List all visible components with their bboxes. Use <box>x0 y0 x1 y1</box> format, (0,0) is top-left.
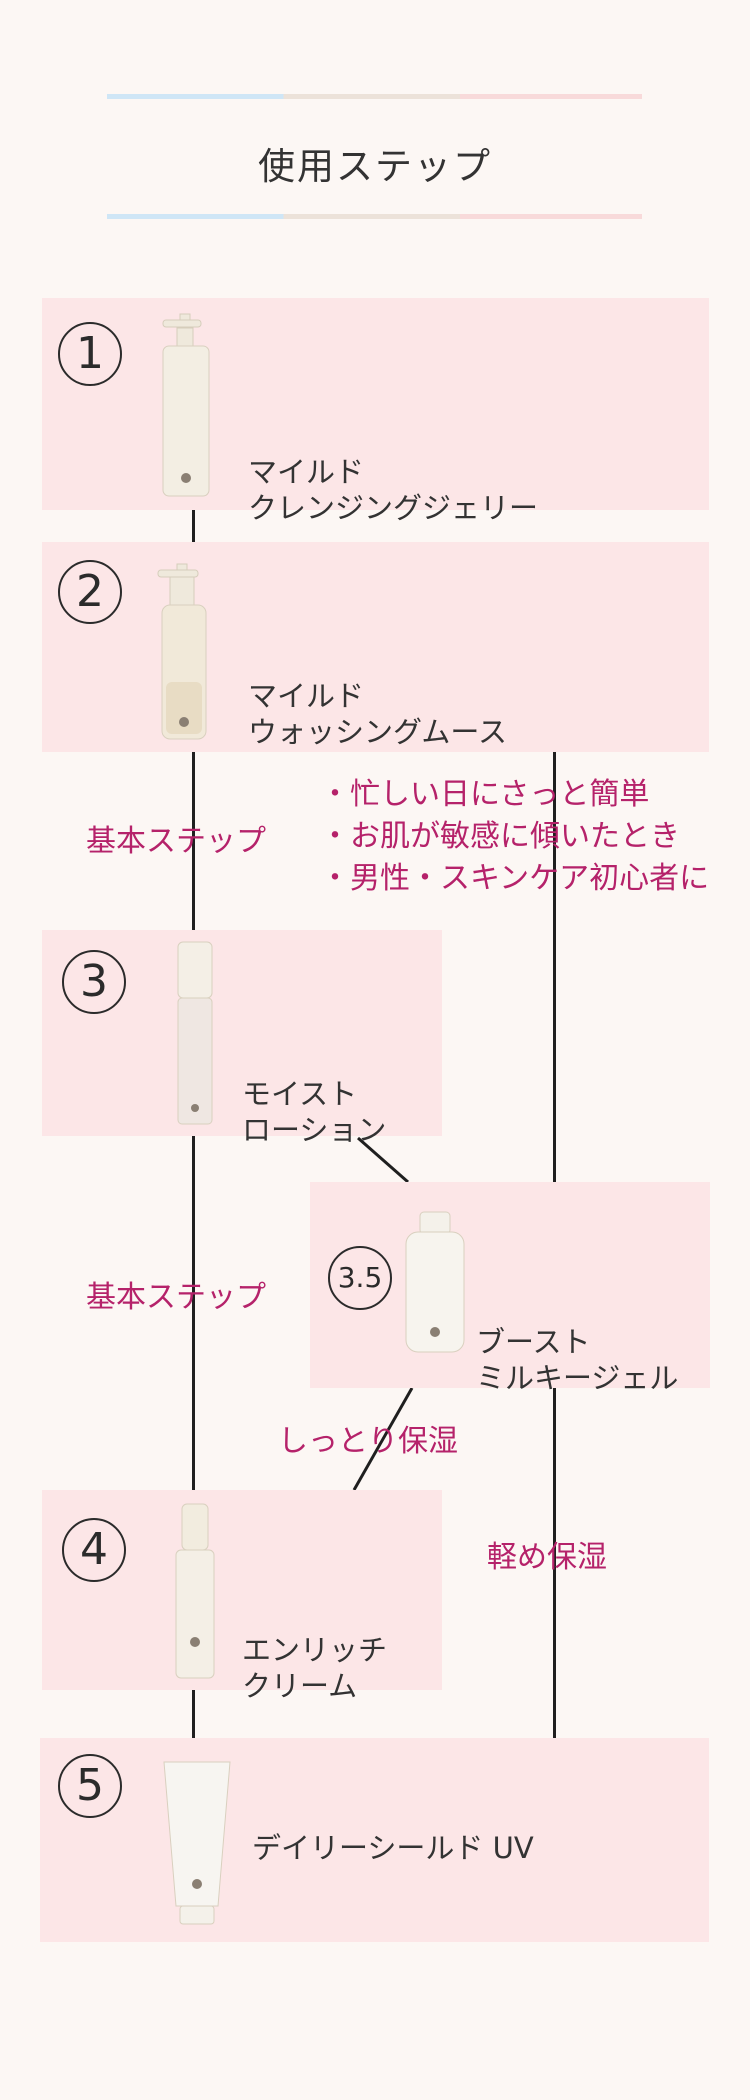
step-number-3: 3 <box>62 950 126 1014</box>
note-item: ・男性・スキンケア初心者に <box>320 861 710 896</box>
step-number-4: 4 <box>62 1518 126 1582</box>
header-top-stripe <box>107 94 642 99</box>
flow-line-main-3-4 <box>192 1136 195 1490</box>
light-route-notes: ・忙しい日にさっと簡単 ・お肌が敏感に傾いたとき ・男性・スキンケア初心者に <box>320 774 709 900</box>
flow-line-main-2-3 <box>192 752 195 930</box>
step-card-2 <box>42 542 709 752</box>
pump-bottle-image <box>155 312 217 502</box>
note-item: ・お肌が敏感に傾いたとき <box>320 819 680 854</box>
gel-tube-image <box>400 1210 470 1358</box>
step-number-2: 2 <box>58 560 122 624</box>
lotion-bottle-image <box>172 940 218 1128</box>
flow-line-main-4-5 <box>192 1690 195 1738</box>
cream-bottle-image <box>172 1502 218 1682</box>
moist-hydration-label: しっとり保湿 <box>278 1424 458 1459</box>
step-name-3-5: ブーストミルキージェル <box>476 1325 679 1395</box>
step-name-4: エンリッチクリーム <box>242 1633 388 1703</box>
foam-pump-bottle-image <box>150 562 216 744</box>
page-title: 使用ステップ <box>258 145 492 188</box>
step-name-2: マイルドウォッシングムース <box>248 679 507 749</box>
flow-line-main-1-2 <box>192 510 195 542</box>
step-name-1: マイルドクレンジングジェリー <box>248 455 539 525</box>
step-name-5: デイリーシールド UV <box>252 1831 534 1865</box>
light-hydration-label: 軽め保湿 <box>487 1540 607 1575</box>
step-number-3-5: 3.5 <box>328 1246 392 1310</box>
step-card-1 <box>42 298 709 510</box>
step-number-1: 1 <box>58 322 122 386</box>
basic-step-label-1: 基本ステップ <box>86 824 266 859</box>
uv-tube-image <box>160 1758 234 1928</box>
step-name-3: モイストローション <box>242 1077 387 1147</box>
step-number-5: 5 <box>58 1754 122 1818</box>
header-bottom-stripe <box>107 214 642 219</box>
note-item: ・忙しい日にさっと簡単 <box>320 777 650 812</box>
step-card-5 <box>40 1738 709 1942</box>
basic-step-label-2: 基本ステップ <box>86 1280 266 1315</box>
